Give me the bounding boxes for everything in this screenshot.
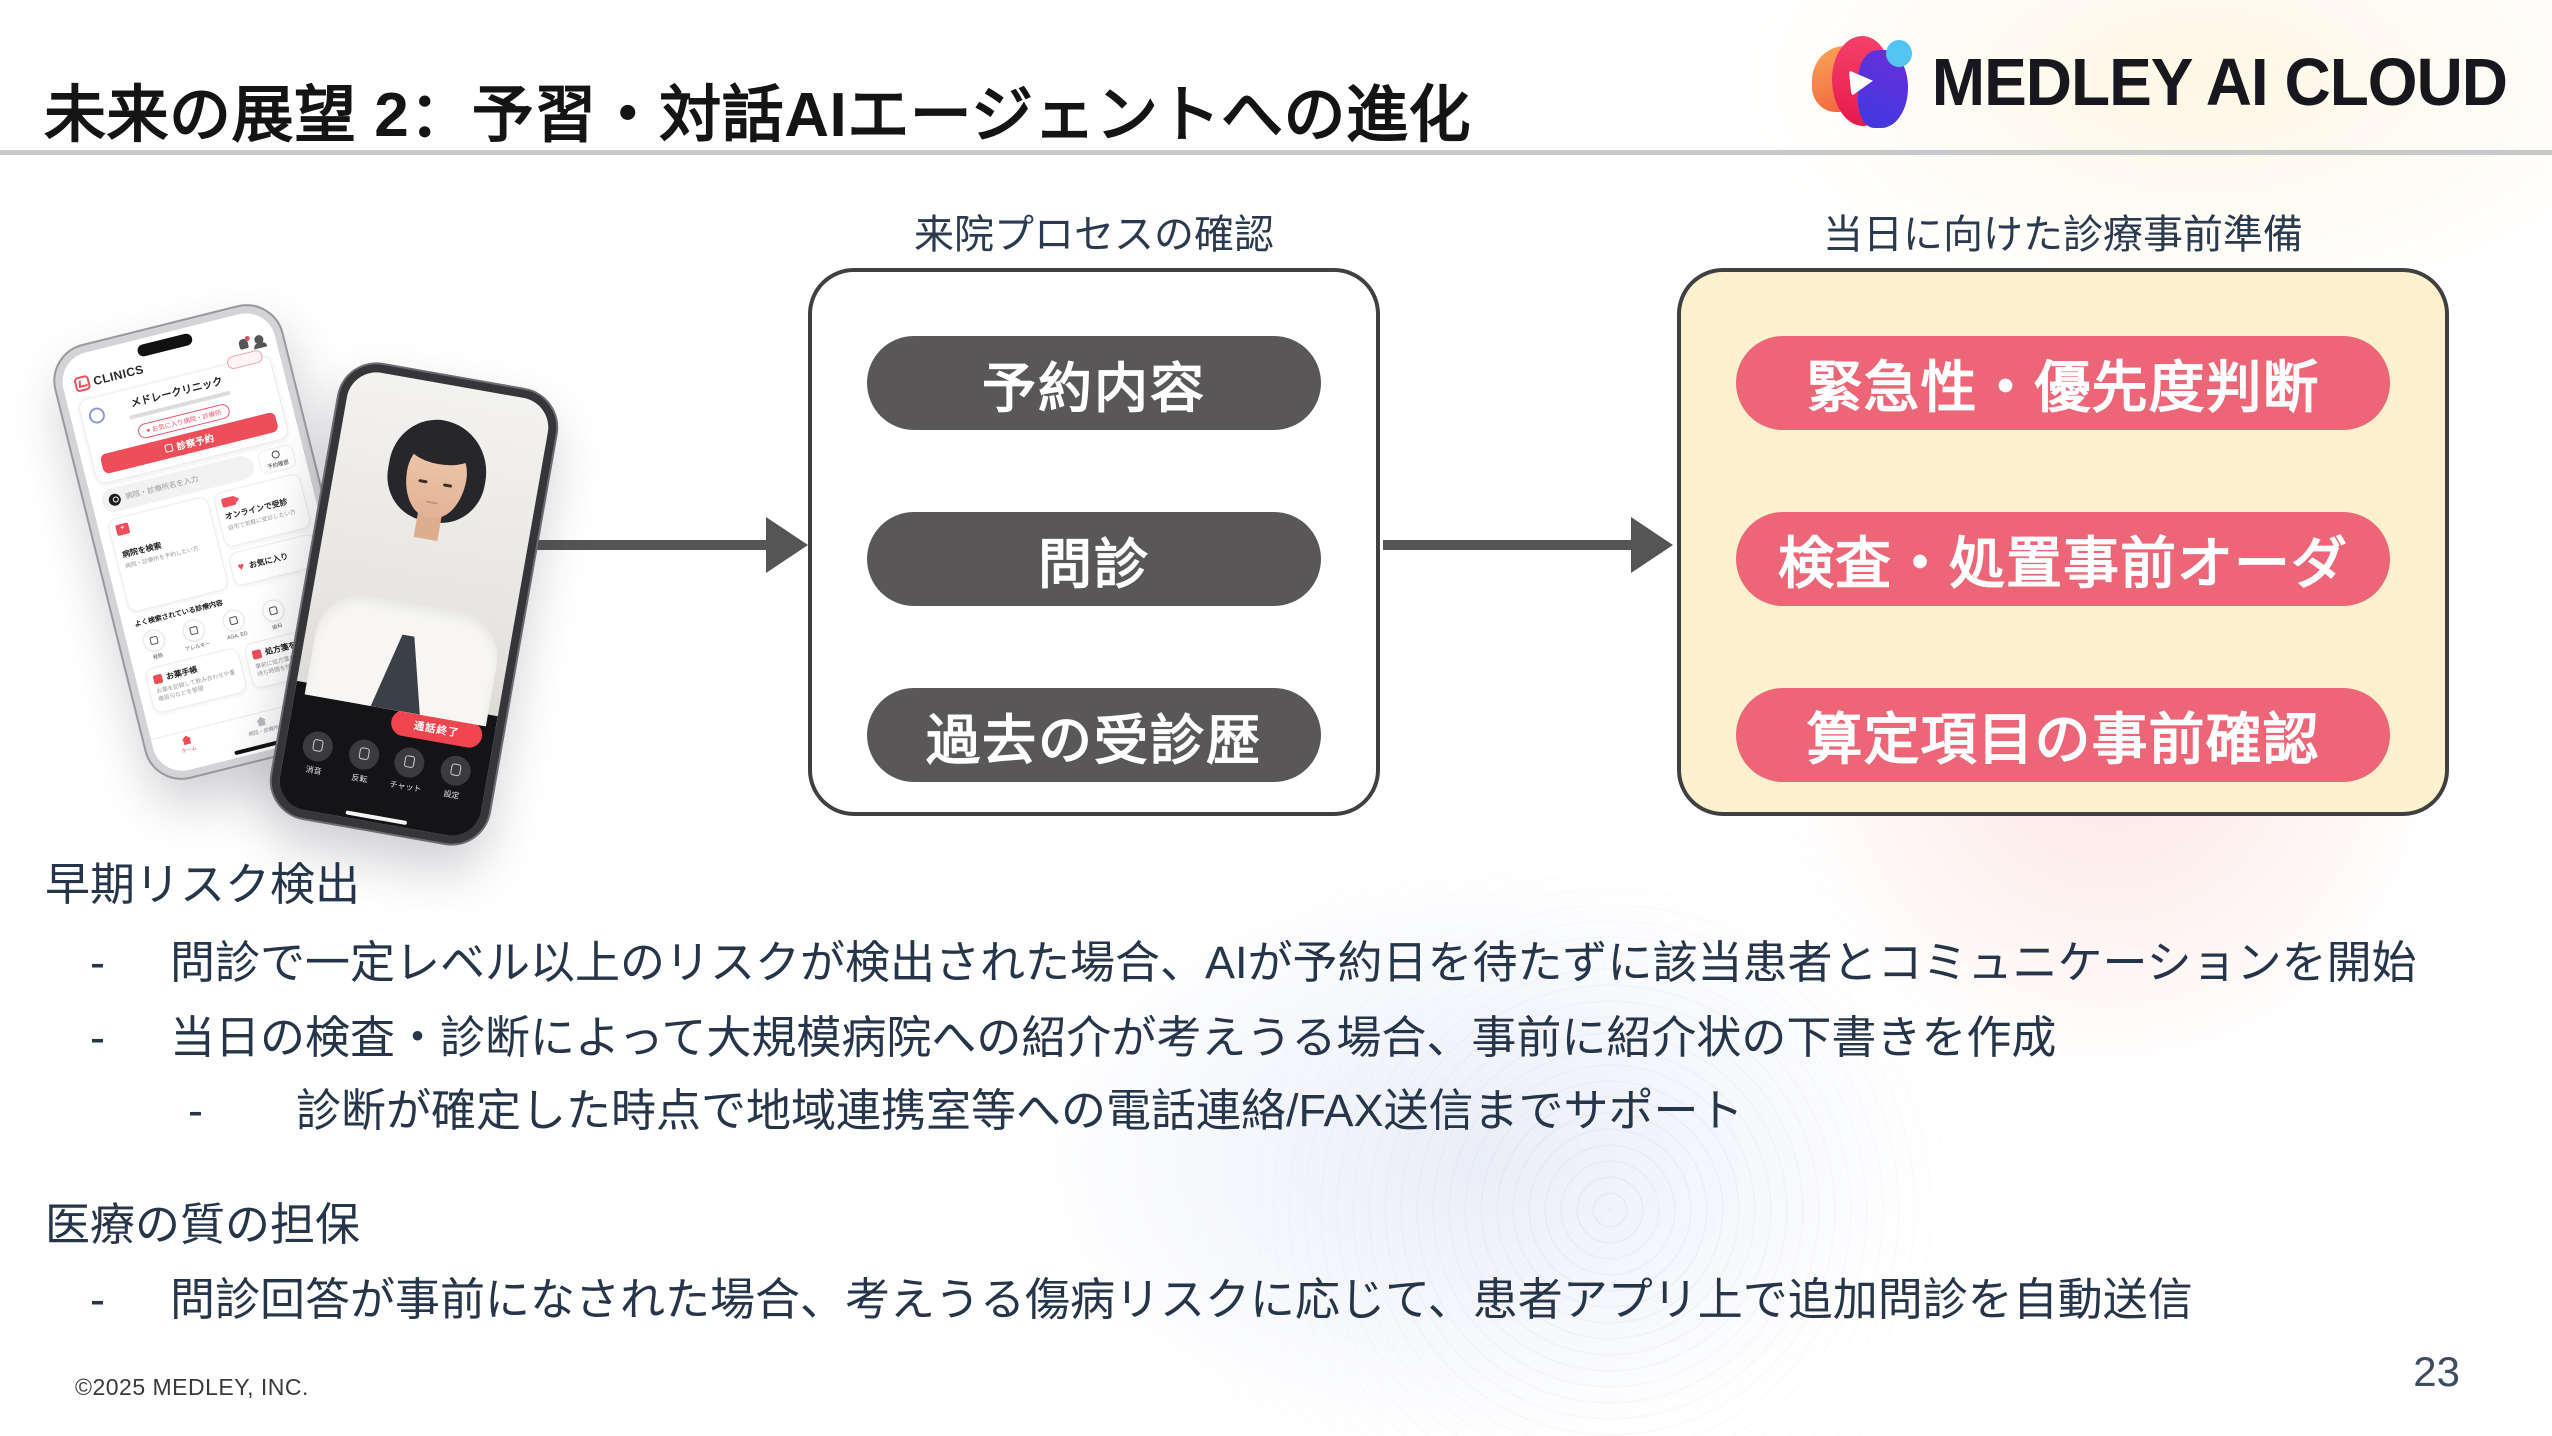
bullet-dash: - bbox=[188, 1085, 203, 1136]
page-title: 未来の展望 2：予習・対話AIエージェントへの進化 bbox=[44, 80, 1471, 150]
category-label: 発熱 bbox=[152, 652, 164, 661]
section-title-risk-detection: 早期リスク検出 bbox=[45, 859, 361, 910]
chat-label: チャット bbox=[388, 779, 422, 794]
flip-camera-icon bbox=[346, 737, 382, 772]
doctor-eye bbox=[442, 483, 453, 488]
process-item-interview: 問診 bbox=[867, 512, 1321, 606]
medicine-book-icon bbox=[152, 673, 164, 685]
clinics-logo-icon bbox=[73, 374, 92, 393]
chat-icon bbox=[392, 745, 428, 781]
search-hospital-card: 病院を検索 病院・診療所を予約したい方 bbox=[106, 494, 230, 614]
nav-hospital-label: 病院・診療所 bbox=[248, 724, 280, 739]
medley-logo-icon bbox=[1811, 34, 1912, 130]
arrow-head-icon bbox=[1631, 517, 1673, 573]
mute-label: 消音 bbox=[304, 764, 323, 777]
process-item-reservation: 予約内容 bbox=[867, 336, 1321, 430]
bullet-text: 問診回答が事前になされた場合、考えうる傷病リスクに応じて、患者アプリ上で追加問診… bbox=[170, 1274, 2193, 1325]
bullet-dash: - bbox=[90, 1274, 105, 1325]
bullet-item-sub: - 診断が確定した時点で地域連携室等への電話連絡/FAX送信までサポート bbox=[188, 1074, 1744, 1139]
process-item-history: 過去の受診歴 bbox=[867, 688, 1321, 782]
search-placeholder: 病院・診療所名を入力 bbox=[124, 474, 200, 501]
mute-icon bbox=[300, 729, 336, 764]
bullet-item: - 問診回答が事前になされた場合、考えうる傷病リスクに応じて、患者アプリ上で追加問… bbox=[90, 1263, 2193, 1328]
page-number: 23 bbox=[2413, 1348, 2460, 1395]
arrow-process-to-prep bbox=[1383, 540, 1633, 550]
home-indicator bbox=[345, 810, 408, 826]
bullet-dash: - bbox=[90, 1012, 105, 1063]
process-box: 予約内容 問診 過去の受診歴 bbox=[808, 268, 1380, 816]
arrow-phones-to-process bbox=[516, 540, 768, 550]
bullet-text: 問診で一定レベル以上のリスクが検出された場合、AIが予約日を待たずに該当患者とコ… bbox=[170, 937, 2417, 988]
medley-ai-cloud-logo: MEDLEY AI CLOUD bbox=[1811, 34, 2508, 130]
reserve-button-label: 診察予約 bbox=[175, 432, 216, 453]
arrow-head-icon bbox=[766, 517, 808, 573]
bullet-text: 診断が確定した時点で地域連携室等への電話連絡/FAX送信までサポート bbox=[296, 1085, 1744, 1136]
header-divider bbox=[0, 150, 2552, 155]
bullet-dash: - bbox=[90, 937, 105, 988]
category-dental-icon bbox=[259, 596, 287, 624]
category-label: 歯科 bbox=[271, 622, 284, 631]
phone-video-call: 通話終了 消音 反転 チャット 設定 bbox=[263, 356, 565, 852]
reservation-history-button: 予約履歴 bbox=[256, 442, 298, 475]
process-group-label: 来院プロセスの確認 bbox=[914, 213, 1274, 257]
coat-lapel bbox=[413, 623, 454, 718]
doctor-photo bbox=[294, 367, 554, 729]
flip-label: 反転 bbox=[350, 772, 369, 785]
profile-icon bbox=[253, 334, 265, 346]
home-icon bbox=[181, 734, 193, 745]
bullet-text: 当日の検査・診断によって大規模病院への紹介が考えうる場合、事前に紹介状の下書きを… bbox=[170, 1012, 2057, 1063]
category-allergy-icon bbox=[180, 616, 208, 644]
category-aga-icon bbox=[220, 606, 247, 634]
bullet-item: - 当日の検査・診断によって大規模病院への紹介が考えうる場合、事前に紹介状の下書き… bbox=[90, 1001, 2056, 1066]
clinics-brand-name: CLINICS bbox=[91, 361, 146, 388]
category-label: AGA, ED bbox=[226, 630, 249, 642]
hospital-icon bbox=[114, 521, 131, 536]
clock-icon bbox=[270, 449, 281, 459]
prep-item-preorder: 検査・処置事前オーダ bbox=[1736, 512, 2390, 606]
video-camera-icon bbox=[220, 495, 237, 508]
prescription-icon bbox=[251, 648, 263, 660]
prep-group-label: 当日に向けた診療事前準備 bbox=[1823, 213, 2303, 257]
doctor-mouth bbox=[425, 500, 439, 505]
logo-play-triangle bbox=[1848, 67, 1875, 97]
brand-name: MEDLEY AI CLOUD bbox=[1931, 44, 2508, 120]
video-call-screen: 通話終了 消音 反転 チャット 設定 bbox=[274, 367, 554, 841]
bullet-item: - 問診で一定レベル以上のリスクが検出された場合、AIが予約日を待たずに該当患者と… bbox=[90, 926, 2417, 991]
prep-item-billing: 算定項目の事前確認 bbox=[1736, 688, 2390, 782]
hospital-nav-icon bbox=[255, 716, 267, 727]
settings-icon bbox=[438, 753, 474, 789]
category-label: アレルギー bbox=[184, 640, 212, 653]
copyright: ©2025 MEDLEY, INC. bbox=[75, 1374, 309, 1400]
logo-blob-blue bbox=[1885, 40, 1912, 67]
notification-bell-icon bbox=[237, 337, 249, 350]
favorites-title: お気に入り bbox=[248, 551, 290, 571]
heart-icon: ♥ bbox=[236, 560, 246, 574]
calendar-icon bbox=[163, 442, 174, 453]
settings-label: 設定 bbox=[442, 789, 461, 801]
nav-home-label: ホーム bbox=[180, 745, 198, 755]
reservation-history-label: 予約履歴 bbox=[266, 459, 290, 471]
category-fever-icon bbox=[140, 626, 168, 654]
doctor-eye bbox=[418, 478, 428, 483]
prep-box: 緊急性・優先度判断 検査・処置事前オーダ 算定項目の事前確認 bbox=[1677, 268, 2449, 816]
search-icon bbox=[107, 491, 122, 507]
prep-item-urgency: 緊急性・優先度判断 bbox=[1736, 336, 2390, 430]
section-title-quality: 医療の質の担保 bbox=[45, 1199, 361, 1250]
